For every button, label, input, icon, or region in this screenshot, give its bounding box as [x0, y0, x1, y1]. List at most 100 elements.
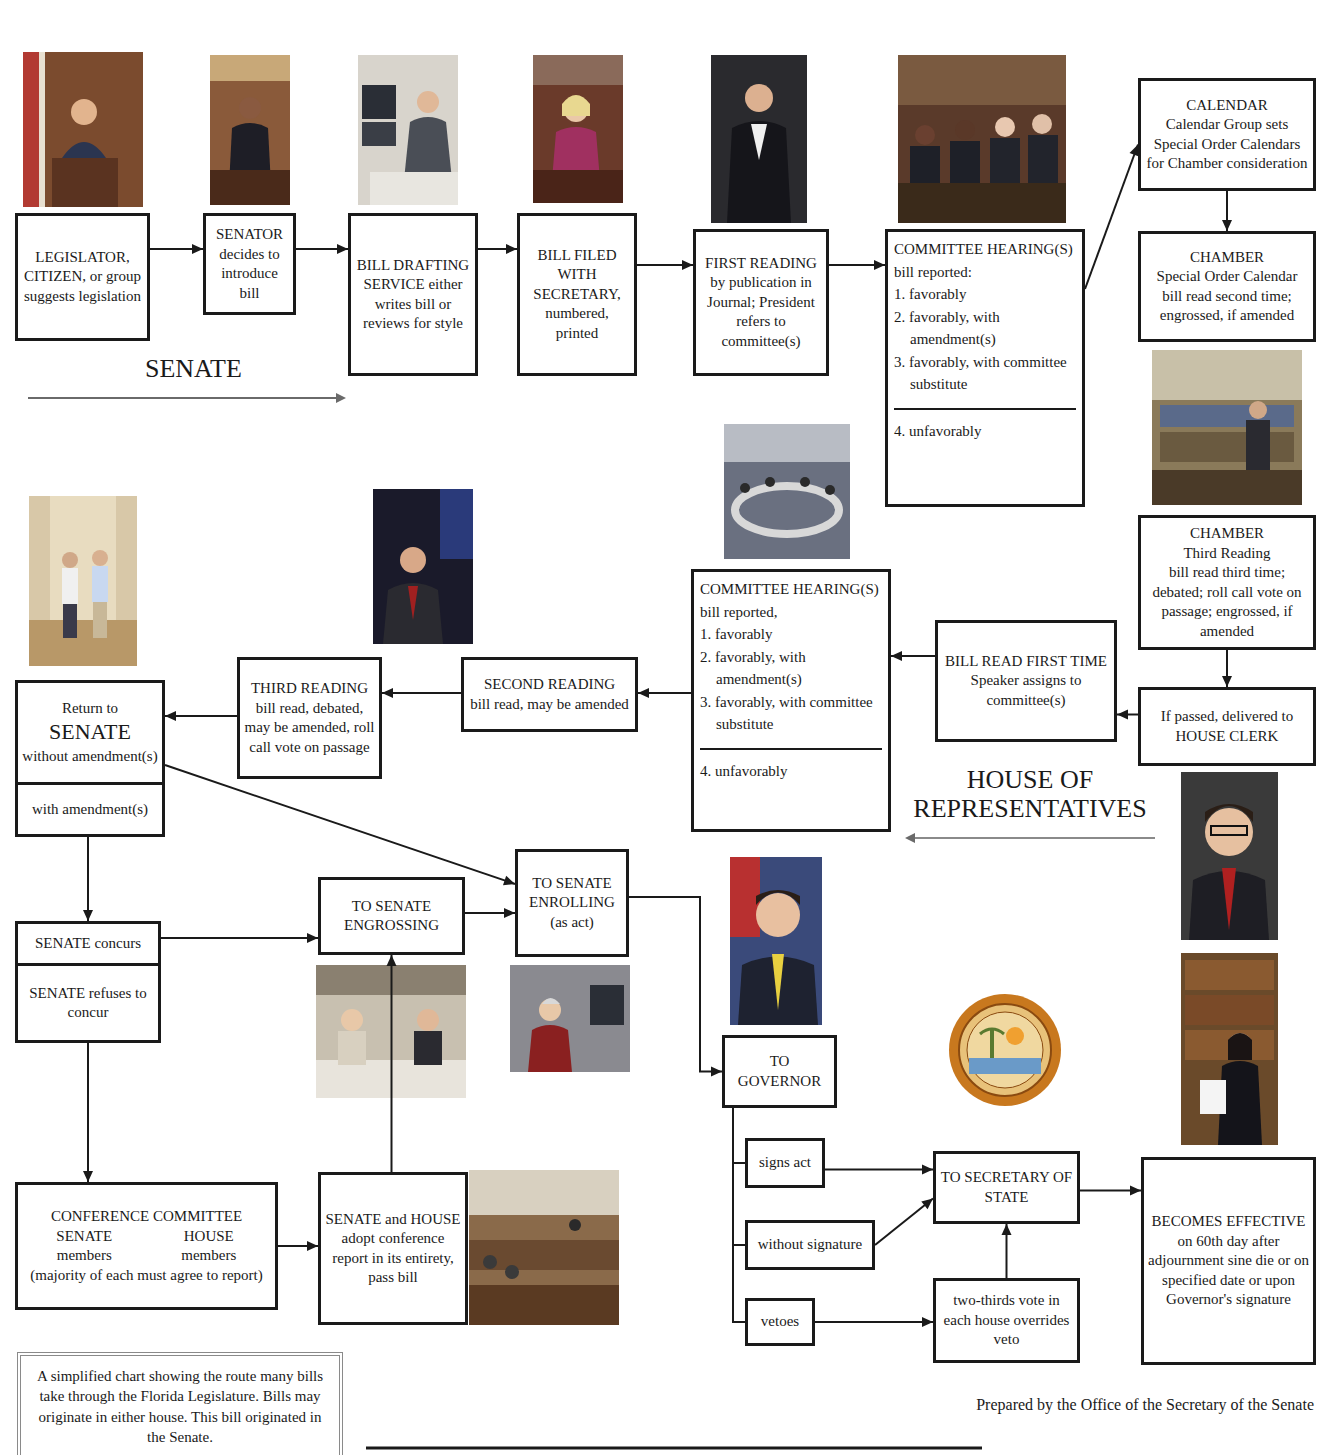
connector-line — [391, 955, 393, 1172]
box-text: TO SECRETARY OF STATE — [940, 1168, 1073, 1207]
box-text: Special Order Calendar bill read second … — [1145, 267, 1309, 326]
section-label: SENATE — [145, 354, 242, 384]
section-label: HOUSE OF REPRESENTATIVES — [895, 766, 1165, 823]
arrowhead — [1222, 676, 1232, 687]
connector — [83, 837, 93, 921]
connector-line — [733, 1108, 745, 1322]
arrowhead — [711, 1067, 722, 1077]
arrowhead — [83, 910, 93, 921]
photo — [724, 424, 850, 559]
box-text: If passed, delivered to HOUSE CLERK — [1145, 707, 1309, 746]
box-text: without signature — [752, 1235, 868, 1255]
box-text: vetoes — [752, 1312, 808, 1332]
box-text: COMMITTEE HEARING(S) — [700, 578, 882, 601]
box-text: BECOMES EFFECTIVE — [1148, 1212, 1309, 1232]
connector — [629, 897, 722, 1077]
text-row: SENATE membersHOUSE members — [22, 1227, 271, 1266]
connector — [875, 1198, 933, 1245]
box-text: BILL FILED WITH SECRETARY, numbered, pri… — [524, 246, 630, 344]
box-text: TO GOVERNOR — [729, 1052, 830, 1091]
box-text: THIRD READING — [244, 679, 375, 699]
arrowhead — [307, 1241, 318, 1251]
box-text: Speaker assigns to committee(s) — [942, 671, 1110, 710]
connector — [165, 711, 237, 721]
connector-line — [629, 897, 722, 1072]
arrowhead — [192, 244, 203, 254]
process-box: with amendment(s) — [15, 782, 165, 837]
section-label: Prepared by the Office of the Secretary … — [976, 1396, 1314, 1414]
photo — [1181, 772, 1278, 940]
box-text: 2. favorably, with amendment(s) — [894, 306, 1076, 351]
connector — [733, 1108, 745, 1245]
box-text: SECOND READING — [468, 675, 631, 695]
photo — [29, 496, 137, 666]
process-box: FIRST READING by publication in Journal;… — [693, 229, 829, 376]
connector — [637, 260, 693, 270]
state-seal — [949, 994, 1061, 1106]
photo — [1152, 350, 1302, 505]
process-box: COMMITTEE HEARING(S)bill reported:1. fav… — [885, 229, 1085, 507]
photo — [210, 55, 290, 205]
connector-line — [161, 937, 318, 939]
box-text: bill read, may be amended — [468, 695, 631, 715]
connector-line — [87, 837, 89, 921]
process-box: BILL READ FIRST TIMESpeaker assigns to c… — [935, 620, 1117, 742]
box-text: 4. unfavorably — [700, 748, 882, 783]
connector — [815, 1317, 933, 1327]
box-text: FIRST READING by publication in Journal;… — [700, 254, 822, 352]
connector — [165, 765, 515, 885]
box-text: 3. favorably, with committee substitute — [894, 351, 1076, 396]
photo — [23, 52, 143, 207]
photo — [373, 489, 473, 644]
arrowhead — [387, 955, 397, 966]
connector — [891, 651, 935, 661]
box-text: SENATE and HOUSE adopt conference report… — [325, 1210, 461, 1288]
arrowhead — [922, 1165, 933, 1175]
connector-line — [825, 1169, 933, 1171]
connector-line — [815, 1321, 933, 1323]
photo — [730, 857, 822, 1025]
connector — [1085, 145, 1139, 290]
arrowhead — [506, 244, 517, 254]
box-text: without amendment(s) — [22, 747, 158, 767]
arrowhead — [874, 260, 885, 270]
connector — [150, 244, 203, 254]
process-box: BILL DRAFTING SERVICE either writes bill… — [348, 213, 478, 376]
connector-line — [733, 1108, 745, 1163]
box-text: BILL READ FIRST TIME — [942, 652, 1110, 672]
connector — [1222, 191, 1232, 231]
box-text: CALENDAR — [1145, 96, 1309, 116]
arrowhead — [165, 711, 176, 721]
process-box: SECOND READINGbill read, may be amended — [461, 657, 638, 732]
photo — [898, 55, 1066, 223]
process-box: TO SENATE ENROLLING (as act) — [515, 849, 629, 957]
process-box: If passed, delivered to HOUSE CLERK — [1138, 687, 1316, 766]
arrowhead — [307, 933, 318, 943]
arrowhead — [891, 651, 902, 661]
process-box: without signature — [745, 1220, 875, 1270]
connector — [825, 1165, 933, 1175]
process-box: SENATE and HOUSE adopt conference report… — [318, 1172, 468, 1325]
box-text: 3. favorably, with committee substitute — [700, 691, 882, 736]
connector — [1080, 1186, 1141, 1196]
box-text: CHAMBER — [1145, 524, 1309, 544]
box-text: SENATOR decides to introduce bill — [210, 225, 289, 303]
box-text: bill reported: — [894, 261, 1076, 284]
box-text: with amendment(s) — [22, 800, 158, 820]
connector — [733, 1108, 745, 1163]
arrowhead — [382, 688, 393, 698]
arrowhead — [337, 244, 348, 254]
process-box: Return toSENATEwithout amendment(s) — [15, 680, 165, 785]
box-text: LEGISLATOR, CITIZEN, or group suggests l… — [22, 248, 143, 307]
connector-line — [875, 1198, 933, 1245]
box-text: SENATE — [22, 718, 158, 747]
arrowhead — [503, 876, 515, 885]
box-text: SENATE concurs — [22, 934, 154, 954]
photo — [533, 55, 623, 203]
process-box: LEGISLATOR, CITIZEN, or group suggests l… — [15, 213, 150, 341]
arrowhead — [1130, 1186, 1141, 1196]
process-box: CHAMBERSpecial Order Calendar bill read … — [1138, 231, 1316, 342]
photo — [711, 55, 807, 223]
box-text: bill read, debated, may be amended, roll… — [244, 699, 375, 758]
box-text: SENATE members — [34, 1227, 134, 1266]
